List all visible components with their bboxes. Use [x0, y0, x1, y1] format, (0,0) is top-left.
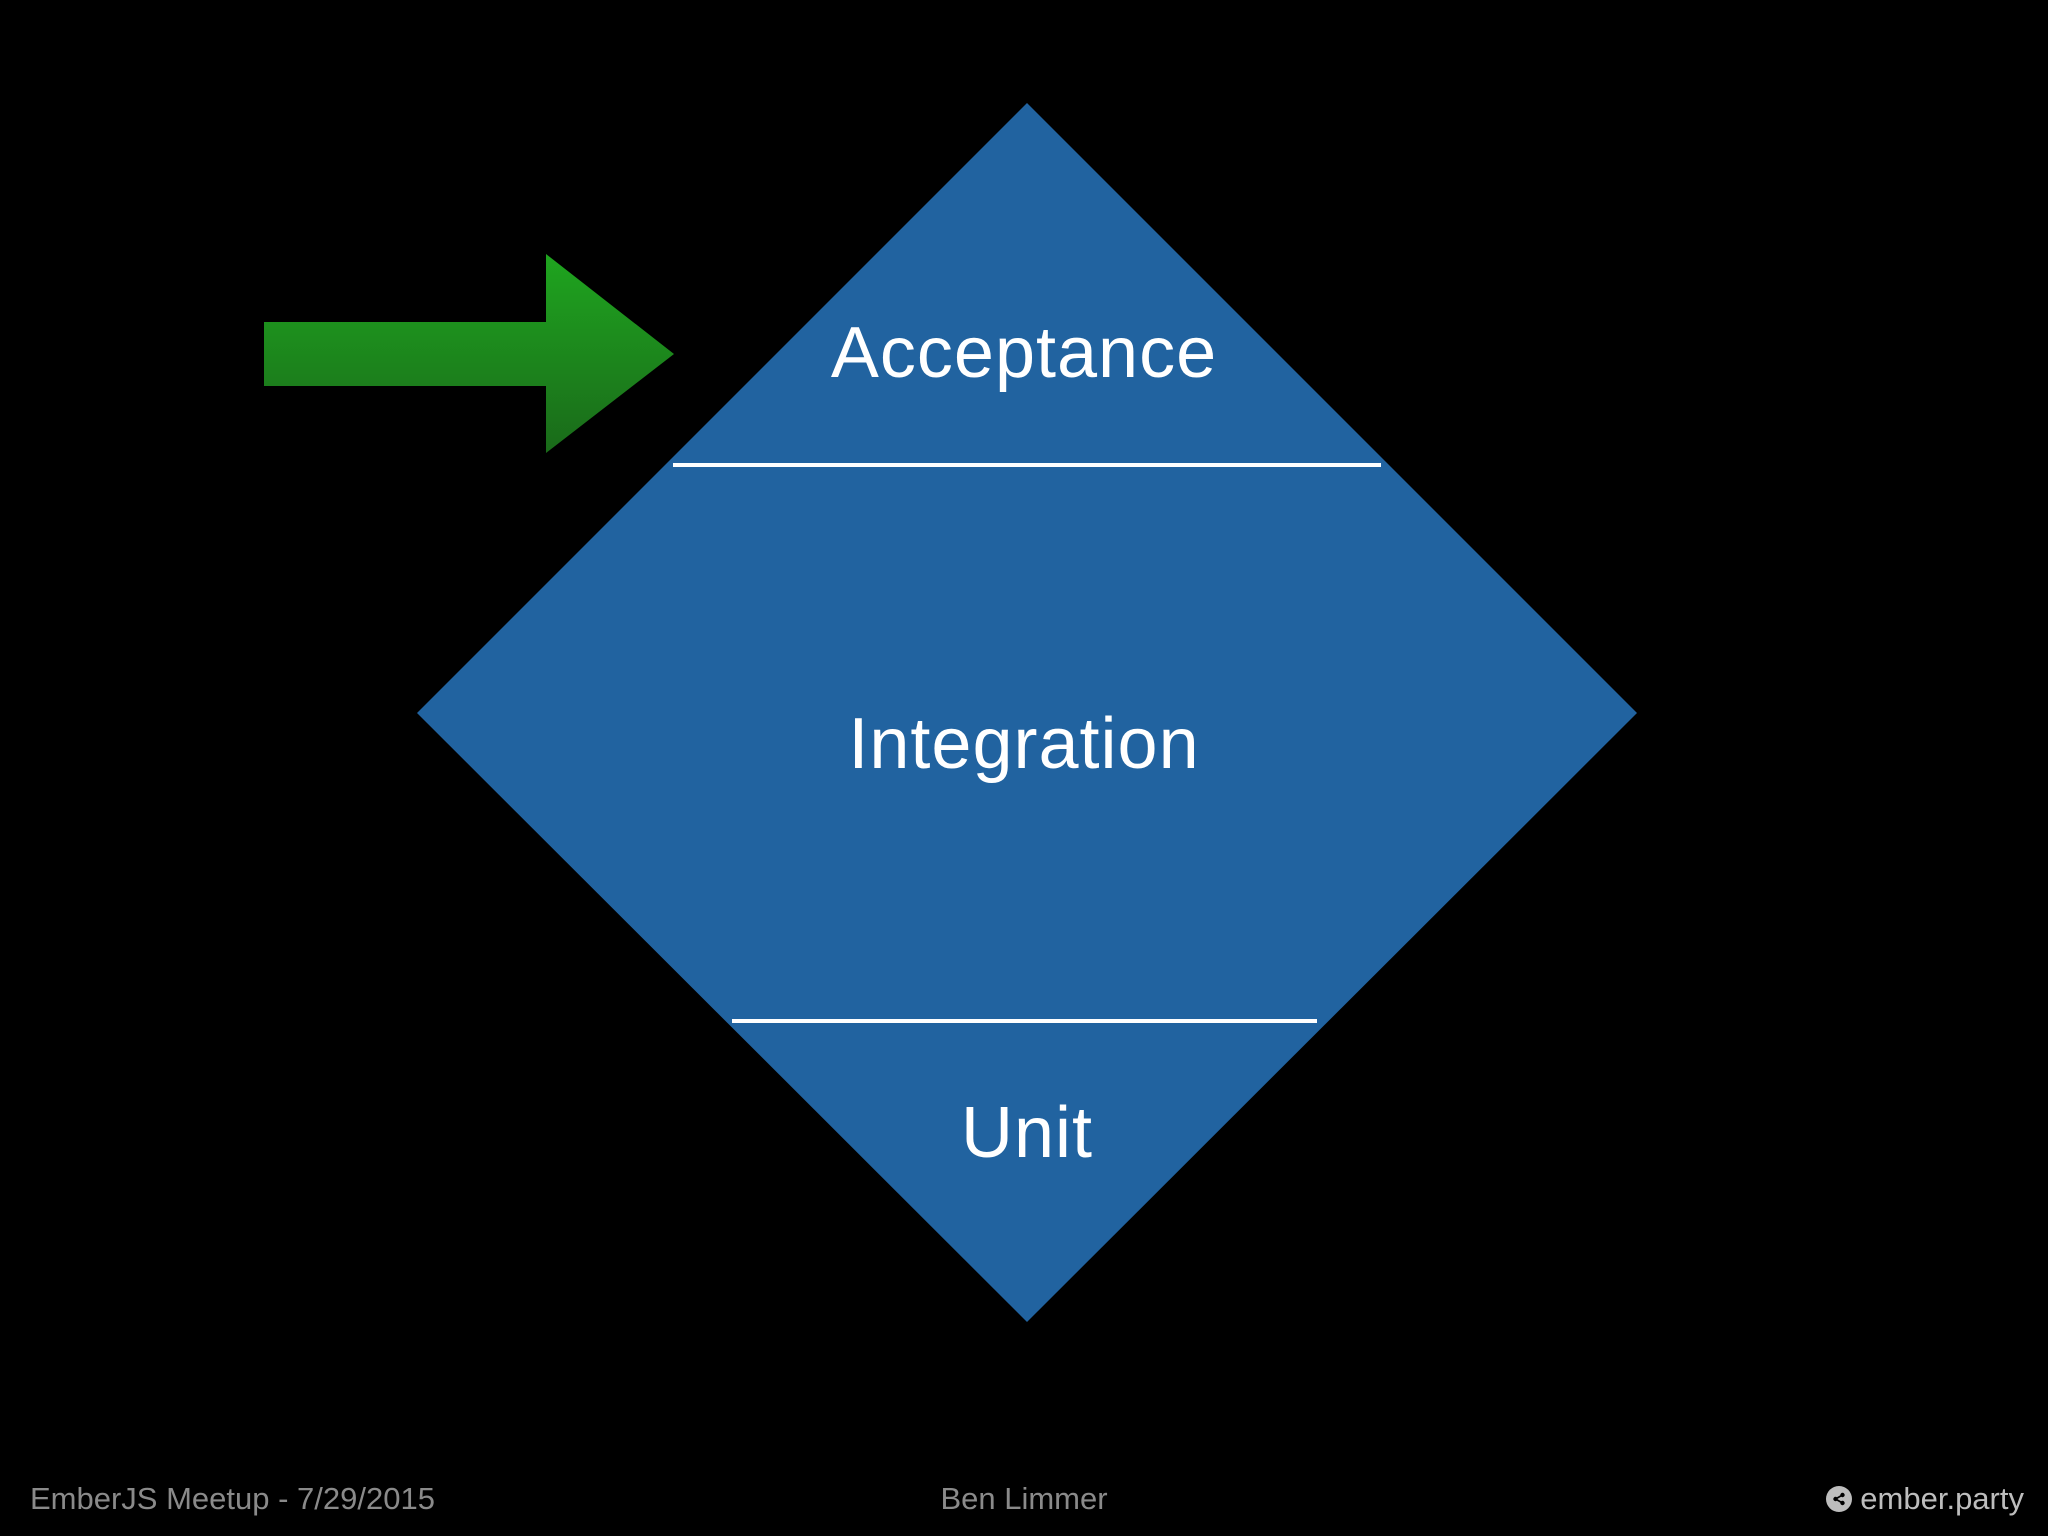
arrow-icon — [264, 254, 674, 453]
layer-label-unit: Unit — [960, 1093, 1094, 1173]
share-icon — [1826, 1486, 1853, 1512]
layer-label-integration: Integration — [848, 704, 1200, 784]
footer-event-date: EmberJS Meetup - 7/29/2015 — [30, 1481, 435, 1516]
footer-site-label: ember.party — [1860, 1481, 2024, 1516]
footer-presenter: Ben Limmer — [940, 1481, 1108, 1516]
layer-label-acceptance: Acceptance — [830, 313, 1218, 393]
diamond-shape — [417, 103, 1637, 1322]
footer-site: ember.party — [1826, 1481, 2024, 1517]
